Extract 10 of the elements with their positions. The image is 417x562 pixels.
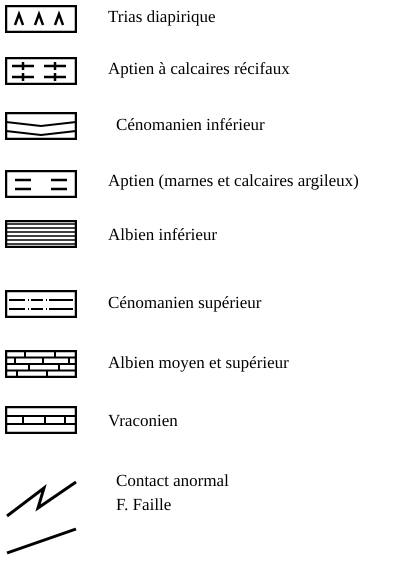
- legend-label: Aptien (marnes et calcaires argileux): [108, 170, 360, 191]
- legend-label: Cénomanien supérieur: [108, 292, 262, 313]
- legend-label: Albien inférieur: [108, 224, 218, 245]
- legend-label: Trias diapirique: [108, 6, 217, 27]
- legend-label: Aptien à calcaires récifaux: [108, 58, 291, 79]
- legend-label: Cénomanien inférieur: [116, 114, 266, 135]
- legend-label: Albien moyen et supérieur: [108, 352, 290, 373]
- legend-label: F. Faille: [116, 494, 172, 515]
- legend-label: Contact anormal: [116, 470, 230, 491]
- legend-label: Vraconien: [108, 410, 179, 431]
